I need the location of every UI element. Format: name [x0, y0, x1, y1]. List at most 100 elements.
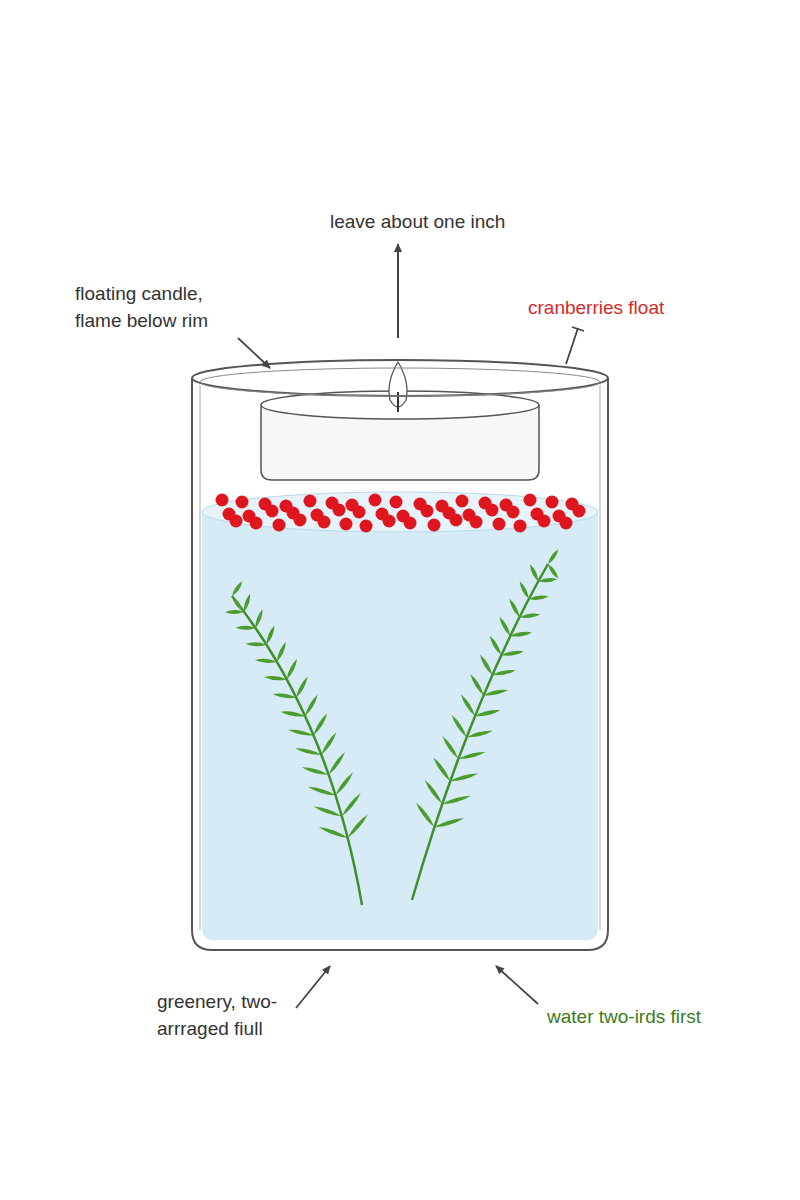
sprig-leaf — [230, 580, 244, 597]
cranberry — [450, 514, 463, 527]
jar-rim — [192, 360, 608, 396]
sprig-leaf — [327, 751, 347, 776]
sprig-stem — [412, 564, 548, 900]
cranberry — [507, 506, 520, 519]
sprig-leaf — [320, 731, 338, 756]
sprig-leaf — [255, 658, 277, 664]
cranberry — [524, 494, 537, 507]
cranberry — [514, 520, 527, 533]
sprig-leaf — [295, 746, 322, 756]
sprig-leaf — [272, 692, 296, 699]
sprig-leaf — [546, 548, 560, 565]
sprig-leaf — [318, 825, 348, 840]
sprig-leaf — [242, 593, 252, 612]
leader-arrow — [397, 244, 399, 338]
sprig-leaf — [334, 771, 355, 797]
cranberry — [318, 516, 331, 529]
sprig-leaf — [546, 563, 560, 580]
sprig-leaf — [529, 594, 549, 600]
cranberry — [421, 505, 434, 518]
glass-inner-wall — [200, 385, 201, 930]
callout-label: greenery, two- arrraged fiull — [157, 988, 292, 1042]
sprig-stem — [232, 596, 362, 905]
sprig-leaf — [469, 673, 486, 696]
sprig-leaf — [459, 693, 476, 717]
cranberry — [250, 517, 263, 530]
sprig-leaf — [466, 729, 493, 739]
leader-arrow — [238, 338, 270, 368]
sprig-leaf — [288, 728, 314, 737]
cranberry — [404, 517, 417, 530]
sprig-leaf — [307, 785, 336, 797]
sprig-leaf — [478, 653, 494, 676]
sprig-leaf — [458, 750, 486, 761]
cranberry — [304, 495, 317, 508]
cranberry — [538, 515, 551, 528]
callout-label: leave about one inch — [330, 208, 550, 235]
cranberry — [560, 517, 573, 530]
cranberry — [353, 506, 366, 519]
sprig-leaf — [538, 577, 557, 583]
water-surface — [202, 492, 598, 532]
cranberry — [216, 494, 229, 507]
sprig-leaf — [312, 712, 329, 736]
sprig-leaf — [264, 675, 287, 682]
sprig-leaf — [294, 676, 309, 699]
cranberry — [369, 494, 382, 507]
sprig-leaf — [346, 813, 369, 839]
sprig-leaf — [450, 772, 479, 784]
sprig-leaf — [519, 612, 540, 619]
leader-line — [566, 328, 578, 364]
sprig-leaf — [450, 714, 468, 739]
jar-rim-inner — [200, 368, 600, 396]
cranberry — [428, 519, 441, 532]
cranberry — [333, 504, 346, 517]
leader-tick — [572, 327, 584, 331]
sprig-leaf — [488, 634, 503, 656]
greenery-sprigs — [225, 548, 560, 905]
sprig-leaf — [475, 708, 501, 718]
sprig-leaf — [285, 658, 299, 680]
cranberry — [493, 518, 506, 531]
cranberry — [230, 515, 243, 528]
cranberry — [340, 518, 353, 531]
sprig-leaf — [235, 626, 255, 630]
sprig-leaf — [510, 630, 532, 637]
cranberry — [470, 516, 483, 529]
sprig-leaf — [492, 668, 516, 677]
sprig-leaf — [414, 801, 436, 828]
sprig-leaf — [434, 816, 465, 829]
sprig-leaf — [441, 735, 460, 760]
sprig-leaf — [275, 641, 288, 663]
leader-arrow — [496, 966, 538, 1004]
cranberries — [216, 494, 586, 533]
cranberry — [486, 504, 499, 517]
sprig-leaf — [225, 610, 244, 614]
leader-arrow — [296, 966, 330, 1008]
cranberry — [546, 496, 559, 509]
cranberry — [383, 515, 396, 528]
sprig-leaf — [501, 649, 524, 657]
sprig-leaf — [230, 595, 244, 612]
jar-outline — [192, 378, 608, 950]
sprig-leaf — [245, 642, 266, 647]
cranberry — [294, 514, 307, 527]
sprig-leaf — [483, 688, 508, 697]
sprig-leaf — [528, 563, 540, 582]
sprig-leaf — [518, 580, 531, 600]
callout-label: floating candle, flame below rim — [75, 280, 240, 334]
callout-label: cranberries float — [528, 294, 728, 321]
sprig-leaf — [432, 756, 452, 782]
sprig-leaf — [442, 794, 472, 806]
cranberry — [236, 496, 249, 509]
callout-label: water two-irds first — [547, 1003, 787, 1030]
sprig-leaf — [254, 609, 265, 629]
sprig-leaf — [423, 779, 444, 806]
cranberry — [456, 495, 469, 508]
glass-inner-wall — [600, 385, 601, 930]
sprig-leaf — [313, 805, 343, 819]
cranberry — [360, 520, 373, 533]
water — [202, 512, 598, 940]
cranberry — [573, 505, 586, 518]
sprig-leaf — [301, 765, 329, 776]
